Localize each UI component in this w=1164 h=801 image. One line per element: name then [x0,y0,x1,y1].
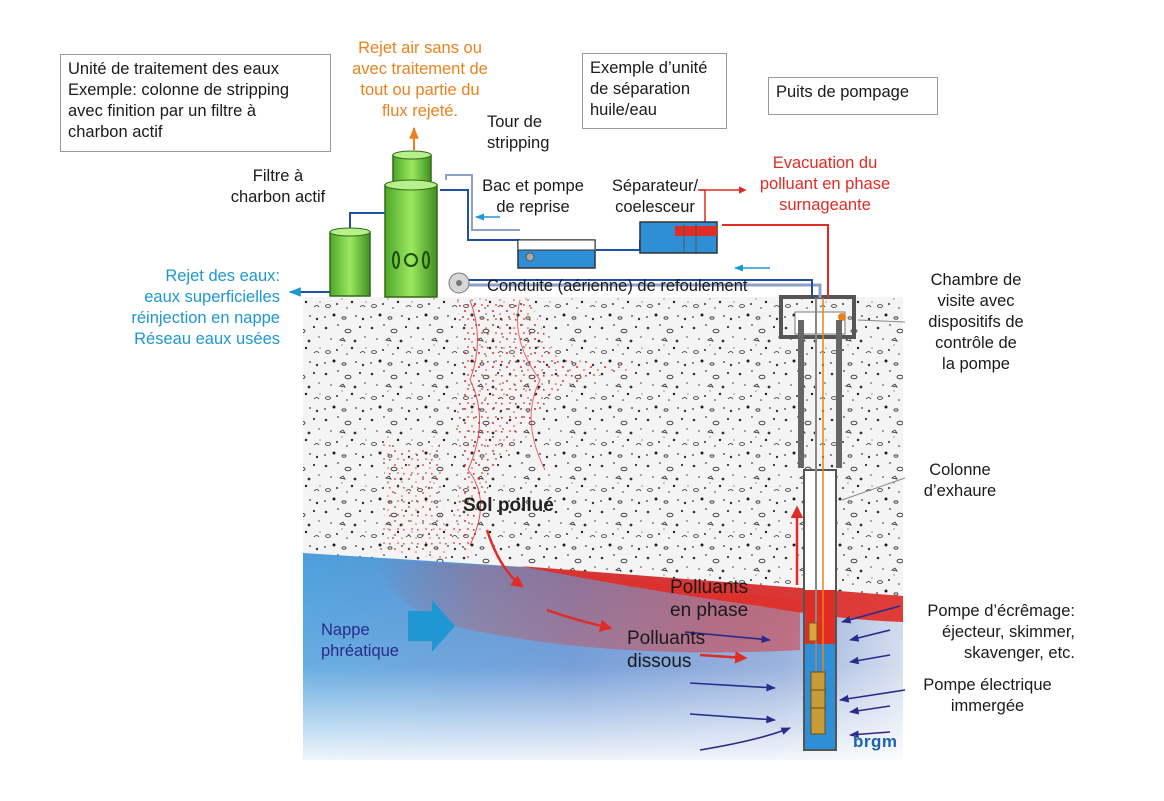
water-release-label: Rejet des eaux: eaux superficielles réin… [100,266,280,350]
water-release-line: Rejet des eaux: [165,267,280,285]
separation-unit-line: Exemple d’unité [590,59,708,77]
electric-pump-label: Pompe électrique immergée [905,675,1070,717]
inspection-chamber-line: dispositifs de [928,313,1024,331]
floating-evacuation-line: Evacuation du [772,154,878,172]
exhaure-column-line: Colonne [929,461,991,479]
treatment-equipment [329,150,718,298]
polluted-soil-label: Sol pollué [463,494,554,517]
treatment-unit-line: Exemple: colonne de stripping [68,81,290,99]
groundwater-line: Nappe [321,621,370,639]
separation-unit-line: huile/eau [590,101,657,119]
polluted-soil-text: Sol pollué [463,495,554,516]
discharge-pipe-label: Conduite (aérienne) de refoulement [487,276,748,297]
separator-line: Séparateur/ [611,177,699,195]
skimming-pump-line: skavenger, etc. [964,644,1075,662]
dissolved-pollutants-line: dissous [627,651,692,672]
flow-arrows [684,605,906,751]
leader-lines [841,319,906,501]
water-release-line: eaux superficielles [144,288,280,306]
air-release-line: Rejet air sans ou [358,39,482,57]
groundwater-label: Nappe phréatique [321,620,399,662]
skimming-pump-line: Pompe d’écrêmage: [927,602,1075,620]
floating-evacuation-line: polluant en phase [759,175,891,193]
phase-pollutants-line: en phase [670,600,749,621]
groundwater-line: phréatique [321,642,399,660]
tank-pump-line: de reprise [496,198,570,216]
phase-pollutants-line: Polluants [670,577,749,598]
inspection-chamber-line: visite avec [937,292,1015,310]
treatment-unit-line: charbon actif [68,123,163,141]
stripping-tower-line: stripping [487,134,550,152]
piping [288,126,829,298]
separation-unit-line: de séparation [590,80,690,98]
separator-label: Séparateur/ coelesceur [600,176,710,218]
air-release-label: Rejet air sans ou avec traitement de tou… [330,38,510,122]
air-release-line: tout ou partie du [360,81,480,99]
separator-line: coelesceur [615,198,695,216]
pumping-well-label: Puits de pompage [776,83,910,101]
tank-pump-line: Bac et pompe [482,177,584,195]
inspection-chamber-label: Chambre de visite avec dispositifs de co… [906,270,1046,375]
tank-pump-label: Bac et pompe de reprise [478,176,588,218]
inspection-chamber-line: Chambre de [930,271,1022,289]
treatment-unit-note: Unité de traitement des eaux Exemple: co… [60,54,331,152]
treatment-unit-line: Unité de traitement des eaux [68,60,279,78]
skimming-pump-label: Pompe d’écrêmage: éjecteur, skimmer, ska… [900,601,1075,664]
water-release-line: réinjection en nappe [131,309,280,327]
dissolved-pollutants-line: Polluants [627,628,706,649]
brgm-logo-text: brgm [853,732,898,751]
stripping-tower-line: Tour de [487,113,543,131]
carbon-filter-line: charbon actif [230,188,326,206]
skimming-pump-line: éjecteur, skimmer, [942,623,1075,641]
stripping-tower-label: Tour de stripping [487,112,549,154]
air-release-line: avec traitement de [352,60,488,78]
floating-evacuation-line: surnageante [779,196,871,214]
electric-pump-line: Pompe électrique [923,676,1052,694]
electric-pump-line: immergée [950,697,1025,715]
pollutant-arrows [485,505,804,664]
treatment-unit-line: avec finition par un filtre à [68,102,257,120]
air-release-line: flux rejeté. [381,102,459,120]
carbon-filter-line: Filtre à [252,167,304,185]
exhaure-column-label: Colonne d’exhaure [910,460,1010,502]
discharge-pipe-text: Conduite (aérienne) de refoulement [487,277,748,295]
inspection-chamber-line: la pompe [942,355,1010,373]
pumping-well [779,295,856,751]
brgm-logo: brgm [853,731,898,752]
carbon-filter-label: Filtre à charbon actif [218,166,338,208]
separation-unit-note: Exemple d’unité de séparation huile/eau [582,53,727,129]
exhaure-column-line: d’exhaure [923,482,997,500]
water-release-line: Réseau eaux usées [134,330,280,348]
groundwater-flow-arrow [408,600,455,652]
inspection-chamber-line: contrôle de [935,334,1017,352]
dissolved-pollutants-label: Polluants dissous [627,627,705,673]
pumping-well-note: Puits de pompage [768,77,938,115]
floating-evacuation-label: Evacuation du polluant en phase surnagea… [740,153,910,216]
phase-pollutants-label: Polluants en phase [670,576,748,622]
